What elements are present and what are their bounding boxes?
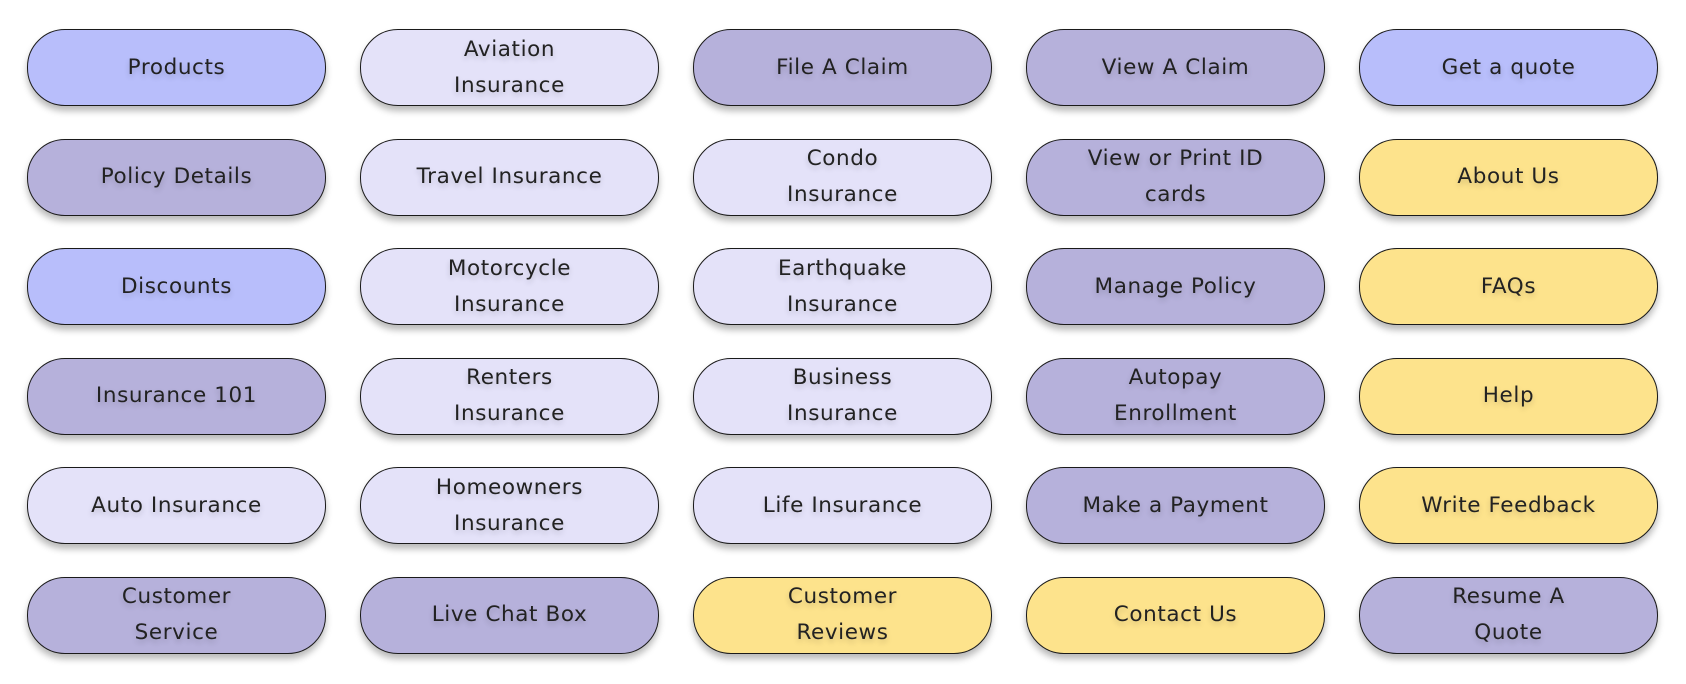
view-a-claim-button[interactable]: View A Claim (1026, 29, 1325, 106)
live-chat-box-label: Live Chat Box (431, 602, 588, 628)
get-a-quote-label: Get a quote (1441, 54, 1576, 80)
manage-policy-label: Manage Policy (1094, 273, 1257, 299)
aviation-insurance-label: Aviation Insurance (454, 36, 565, 98)
make-a-payment-button[interactable]: Make a Payment (1026, 467, 1325, 545)
homeowners-insurance-label: Homeowners Insurance (435, 474, 584, 536)
insurance-101-button[interactable]: Insurance 101 (27, 357, 326, 435)
life-insurance-label: Life Insurance (762, 492, 923, 518)
faqs-button[interactable]: FAQs (1359, 248, 1658, 326)
resume-a-quote-button[interactable]: Resume A Quote (1359, 576, 1658, 654)
customer-reviews-label: Customer Reviews (787, 584, 898, 646)
auto-insurance-button[interactable]: Auto Insurance (27, 467, 326, 545)
motorcycle-insurance-button[interactable]: Motorcycle Insurance (360, 248, 659, 326)
customer-reviews-button[interactable]: Customer Reviews (693, 576, 992, 654)
file-a-claim-button[interactable]: File A Claim (693, 29, 992, 106)
view-a-claim-label: View A Claim (1101, 54, 1250, 80)
renters-insurance-button[interactable]: Renters Insurance (360, 357, 659, 435)
contact-us-button[interactable]: Contact Us (1026, 576, 1325, 654)
products-button[interactable]: Products (27, 29, 326, 106)
live-chat-box-button[interactable]: Live Chat Box (360, 576, 659, 654)
condo-insurance-button[interactable]: Condo Insurance (693, 138, 992, 216)
contact-us-label: Contact Us (1113, 602, 1238, 628)
homeowners-insurance-button[interactable]: Homeowners Insurance (360, 467, 659, 545)
help-button[interactable]: Help (1359, 357, 1658, 435)
about-us-button[interactable]: About Us (1359, 138, 1658, 216)
write-feedback-label: Write Feedback (1421, 492, 1596, 518)
get-a-quote-button[interactable]: Get a quote (1359, 29, 1658, 106)
autopay-enrollment-label: Autopay Enrollment (1114, 365, 1237, 427)
insurance-101-label: Insurance 101 (95, 383, 258, 409)
auto-insurance-label: Auto Insurance (91, 492, 262, 518)
customer-service-label: Customer Service (121, 584, 232, 646)
discounts-button[interactable]: Discounts (27, 248, 326, 326)
motorcycle-insurance-label: Motorcycle Insurance (447, 255, 572, 317)
business-insurance-label: Business Insurance (787, 365, 898, 427)
condo-insurance-label: Condo Insurance (787, 146, 898, 208)
travel-insurance-button[interactable]: Travel Insurance (360, 138, 659, 216)
help-label: Help (1482, 383, 1535, 409)
autopay-enrollment-button[interactable]: Autopay Enrollment (1026, 357, 1325, 435)
policy-details-label: Policy Details (100, 164, 253, 190)
customer-service-button[interactable]: Customer Service (27, 576, 326, 654)
discounts-label: Discounts (121, 273, 232, 299)
file-a-claim-label: File A Claim (776, 54, 909, 80)
make-a-payment-label: Make a Payment (1082, 492, 1269, 518)
faqs-label: FAQs (1480, 273, 1537, 299)
business-insurance-button[interactable]: Business Insurance (693, 357, 992, 435)
earthquake-insurance-button[interactable]: Earthquake Insurance (693, 248, 992, 326)
write-feedback-button[interactable]: Write Feedback (1359, 467, 1658, 545)
earthquake-insurance-label: Earthquake Insurance (777, 255, 908, 317)
aviation-insurance-button[interactable]: Aviation Insurance (360, 29, 659, 106)
life-insurance-button[interactable]: Life Insurance (693, 467, 992, 545)
renters-insurance-label: Renters Insurance (454, 365, 565, 427)
view-or-print-id-cards-button[interactable]: View or Print ID cards (1026, 138, 1325, 216)
policy-details-button[interactable]: Policy Details (27, 138, 326, 216)
about-us-label: About Us (1457, 164, 1560, 190)
resume-a-quote-label: Resume A Quote (1452, 584, 1565, 646)
travel-insurance-label: Travel Insurance (416, 164, 603, 190)
view-or-print-id-cards-label: View or Print ID cards (1087, 146, 1264, 208)
manage-policy-button[interactable]: Manage Policy (1026, 248, 1325, 326)
products-label: Products (127, 54, 226, 80)
